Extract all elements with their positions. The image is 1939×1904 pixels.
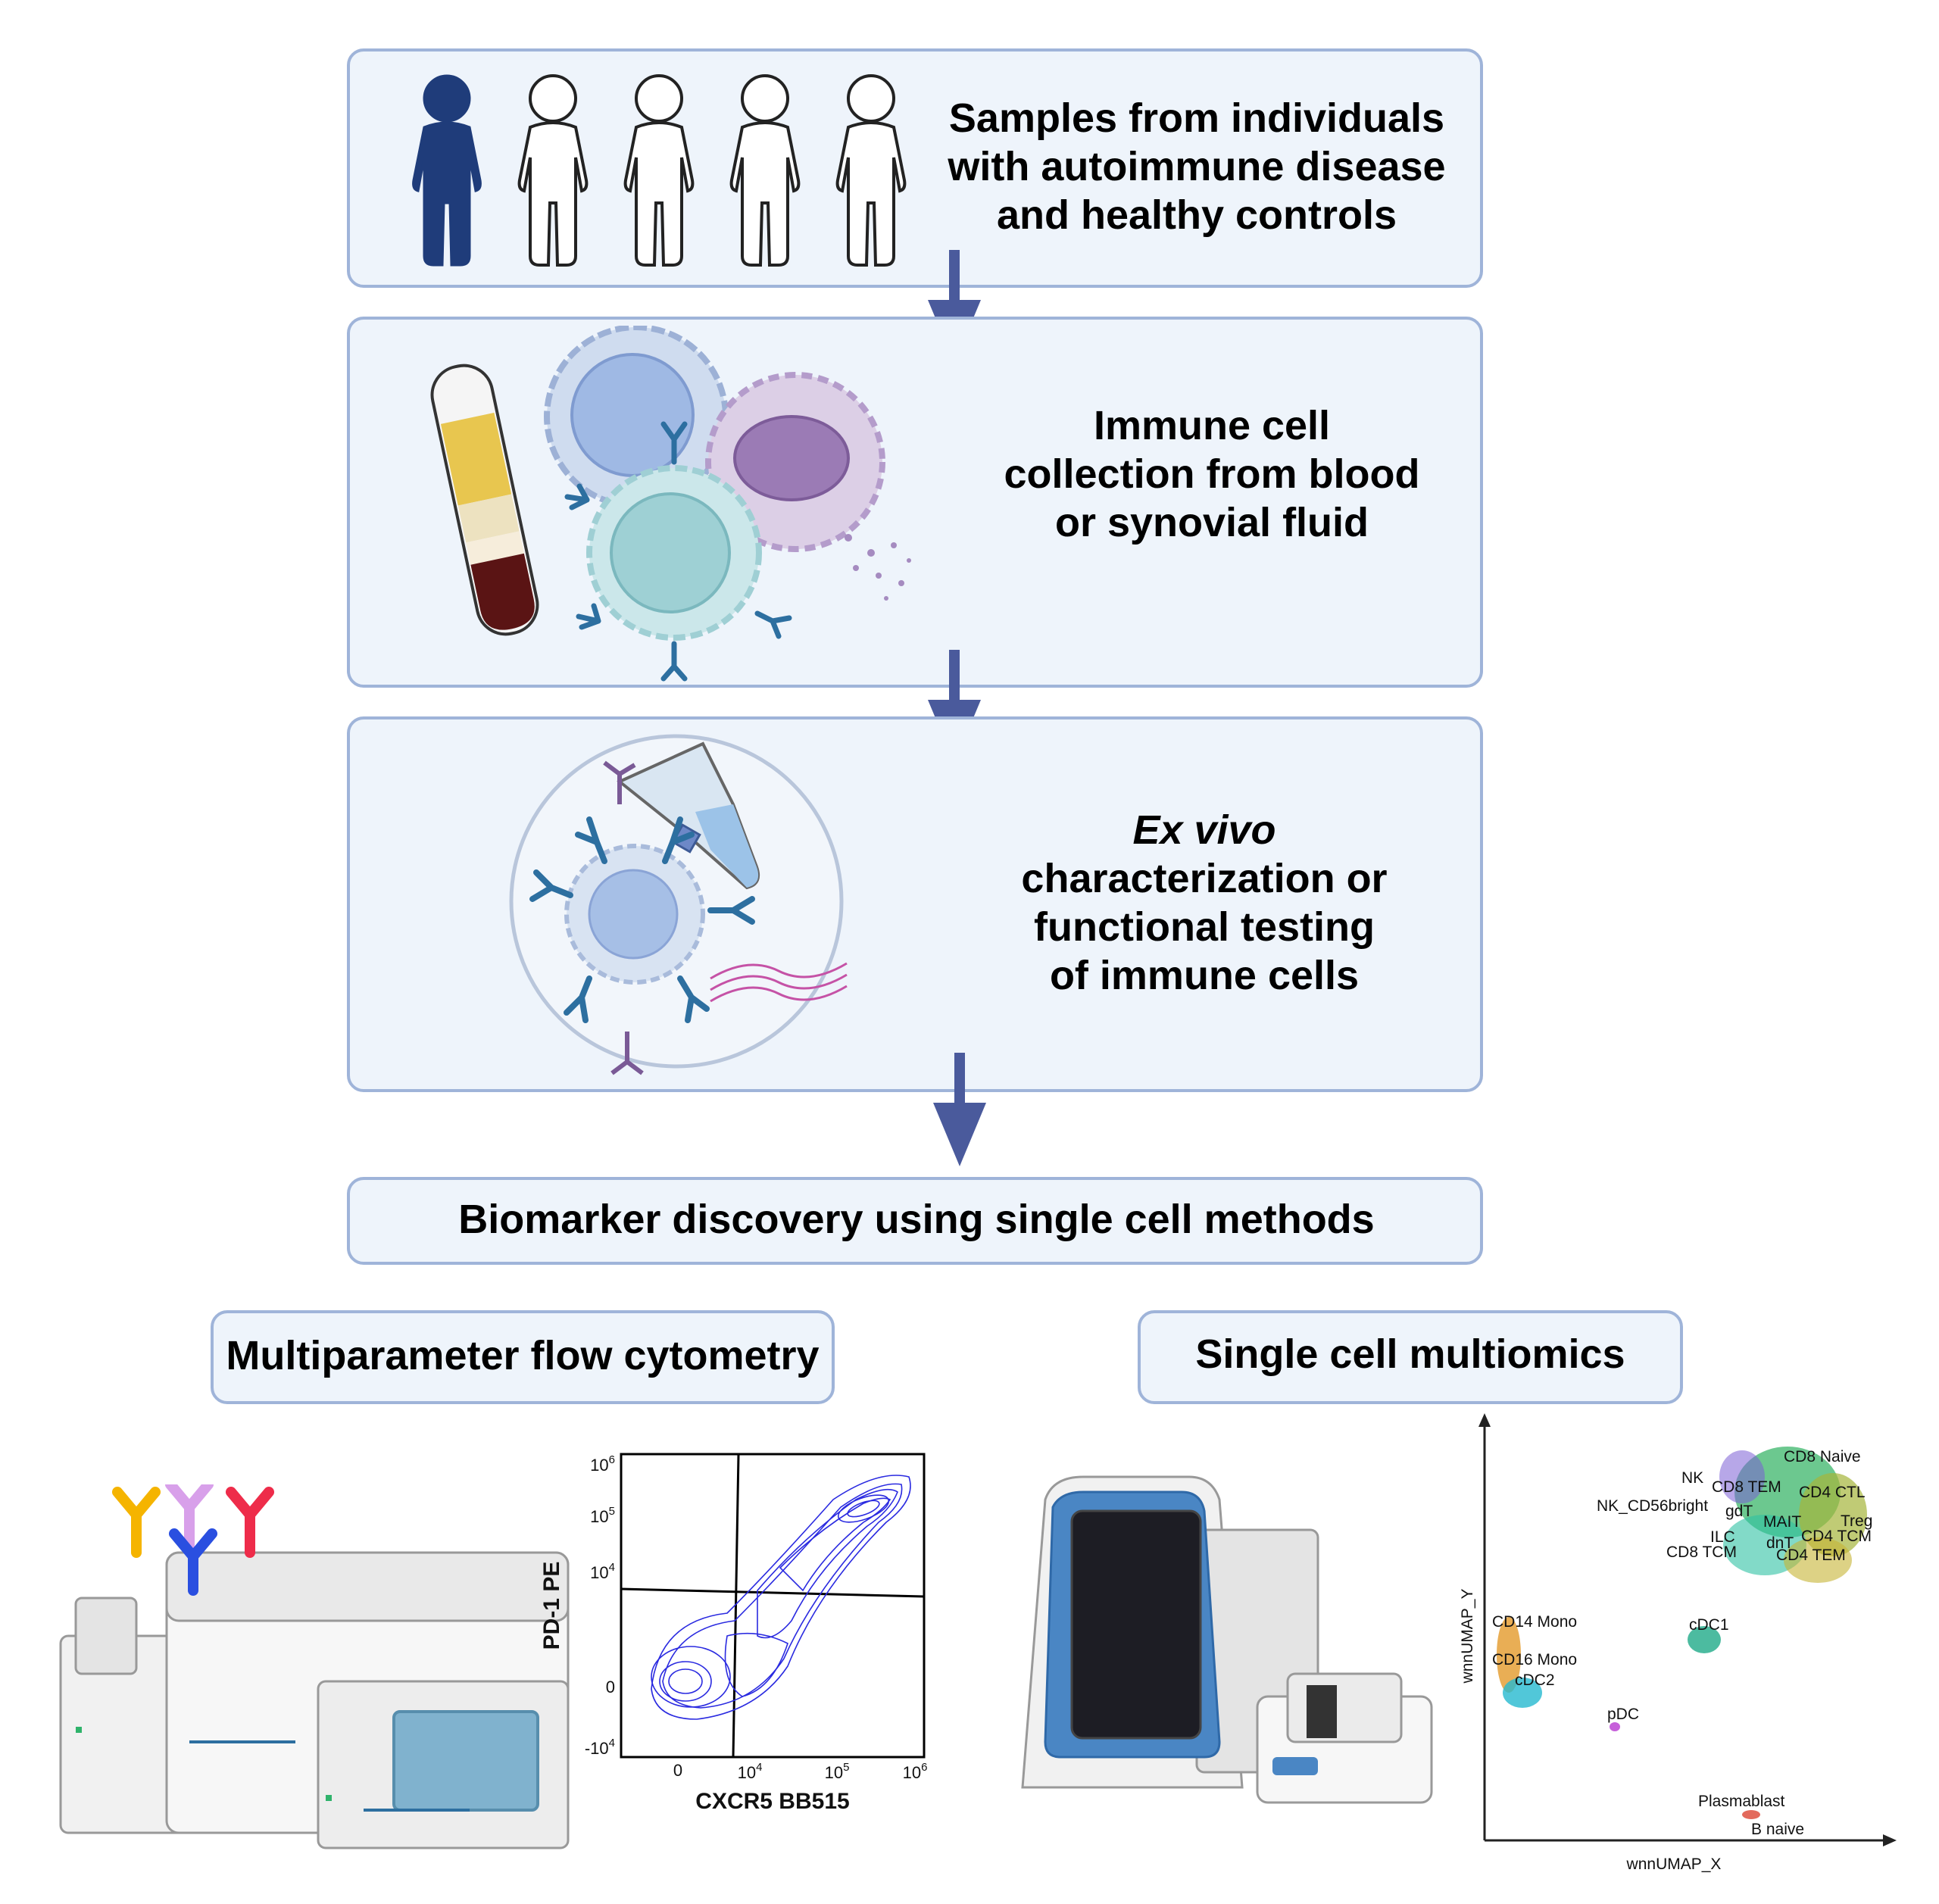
svg-text:106: 106 [590,1453,615,1475]
svg-text:-104: -104 [585,1737,615,1758]
flow-cytometry-plot: PD-1 PE CXCR5 BB515 106 105 104 0 -104 0… [539,1453,928,1814]
flow-y-ticks: 106 105 104 0 -104 [585,1453,615,1758]
person-control-icon [517,74,589,267]
umap-label: CD8 TCM [1666,1543,1737,1561]
umap-label: dnT [1766,1534,1794,1552]
blood-tube-icon [430,364,539,636]
svg-text:0: 0 [673,1761,682,1780]
contour-plot [651,1475,911,1720]
t-cell-icon [586,465,762,641]
flow-cytometry-label: Multiparameter flow cytometry [226,1333,820,1378]
people-illustration [412,74,907,267]
antibody-icon [529,816,755,1023]
exvivo-illustration [509,734,848,1075]
svg-text:104: 104 [590,1561,615,1582]
umap-plot: wnnUMAP_Y wnnUMAP_X CD8 Naive NK CD8 TEM… [1459,1413,1897,1873]
umap-label: CD4 TEM [1776,1547,1846,1564]
svg-text:105: 105 [590,1505,615,1526]
umap-label: CD16 Mono [1492,1651,1577,1668]
svg-text:105: 105 [825,1761,850,1782]
exvivo-step-text: Ex vivo characterization or functional t… [1021,807,1388,998]
umap-label: NK_CD56bright [1597,1497,1708,1515]
biomarker-step-text: Biomarker discovery using single cell me… [458,1197,1375,1242]
svg-text:0: 0 [606,1678,615,1696]
multiomics-instrument-illustration [1021,1475,1433,1804]
person-control-icon [835,74,907,267]
umap-label: CD14 Mono [1492,1613,1577,1631]
collection-step-box [347,317,1483,688]
samples-step-text: Samples from individuals with autoimmune… [948,95,1446,238]
flow-y-axis-label: PD-1 PE [539,1562,564,1650]
umap-label: cDC1 [1689,1616,1729,1634]
multiomics-label: Single cell multiomics [1195,1331,1625,1377]
person-control-icon [729,74,801,267]
umap-cluster-labels: CD8 Naive NK CD8 TEM CD4 CTL NK_CD56brig… [1492,1448,1872,1838]
umap-y-axis-label: wnnUMAP_Y [1459,1589,1476,1684]
granulocyte-cell-icon [705,372,911,601]
flow-arrow-icon [933,1053,986,1166]
umap-label: ILC [1710,1528,1735,1546]
umap-label: gdT [1725,1503,1753,1520]
cell-icon [564,844,705,985]
umap-label: CD4 TCM [1801,1528,1872,1545]
flow-cytometer-illustration [59,1484,570,1849]
umap-label: CD4 CTL [1799,1484,1866,1501]
umap-x-axis-label: wnnUMAP_X [1626,1856,1722,1873]
umap-label: cDC2 [1515,1671,1555,1689]
flow-cytometry-box [211,1310,835,1404]
antibody-icon [564,421,792,682]
umap-label: CD8 Naive [1784,1448,1861,1465]
blood-tube-and-cells-illustration [430,326,911,682]
umap-label: CD8 TEM [1712,1478,1781,1496]
flow-x-ticks: 0 104 105 106 [673,1761,928,1782]
umap-label: MAIT [1763,1513,1801,1531]
svg-text:106: 106 [903,1761,928,1782]
umap-label: Plasmablast [1698,1793,1785,1810]
umap-label: NK [1681,1469,1703,1487]
multiomics-box [1138,1310,1683,1404]
dna-strand-icon [710,962,848,1003]
tube-icon [617,741,760,890]
umap-label: Treg [1841,1512,1872,1530]
umap-label: pDC [1607,1706,1639,1723]
collection-step-text: Immune cell collection from blood or syn… [1004,403,1420,545]
antibody-icon [112,1484,274,1596]
flow-x-axis-label: CXCR5 BB515 [695,1789,849,1814]
biomarker-step-box [347,1177,1483,1265]
person-control-icon [623,74,695,267]
person-patient-icon [412,74,482,267]
umap-label: B naive [1751,1821,1804,1838]
umap-clusters [1497,1447,1867,1819]
svg-text:104: 104 [738,1761,763,1782]
